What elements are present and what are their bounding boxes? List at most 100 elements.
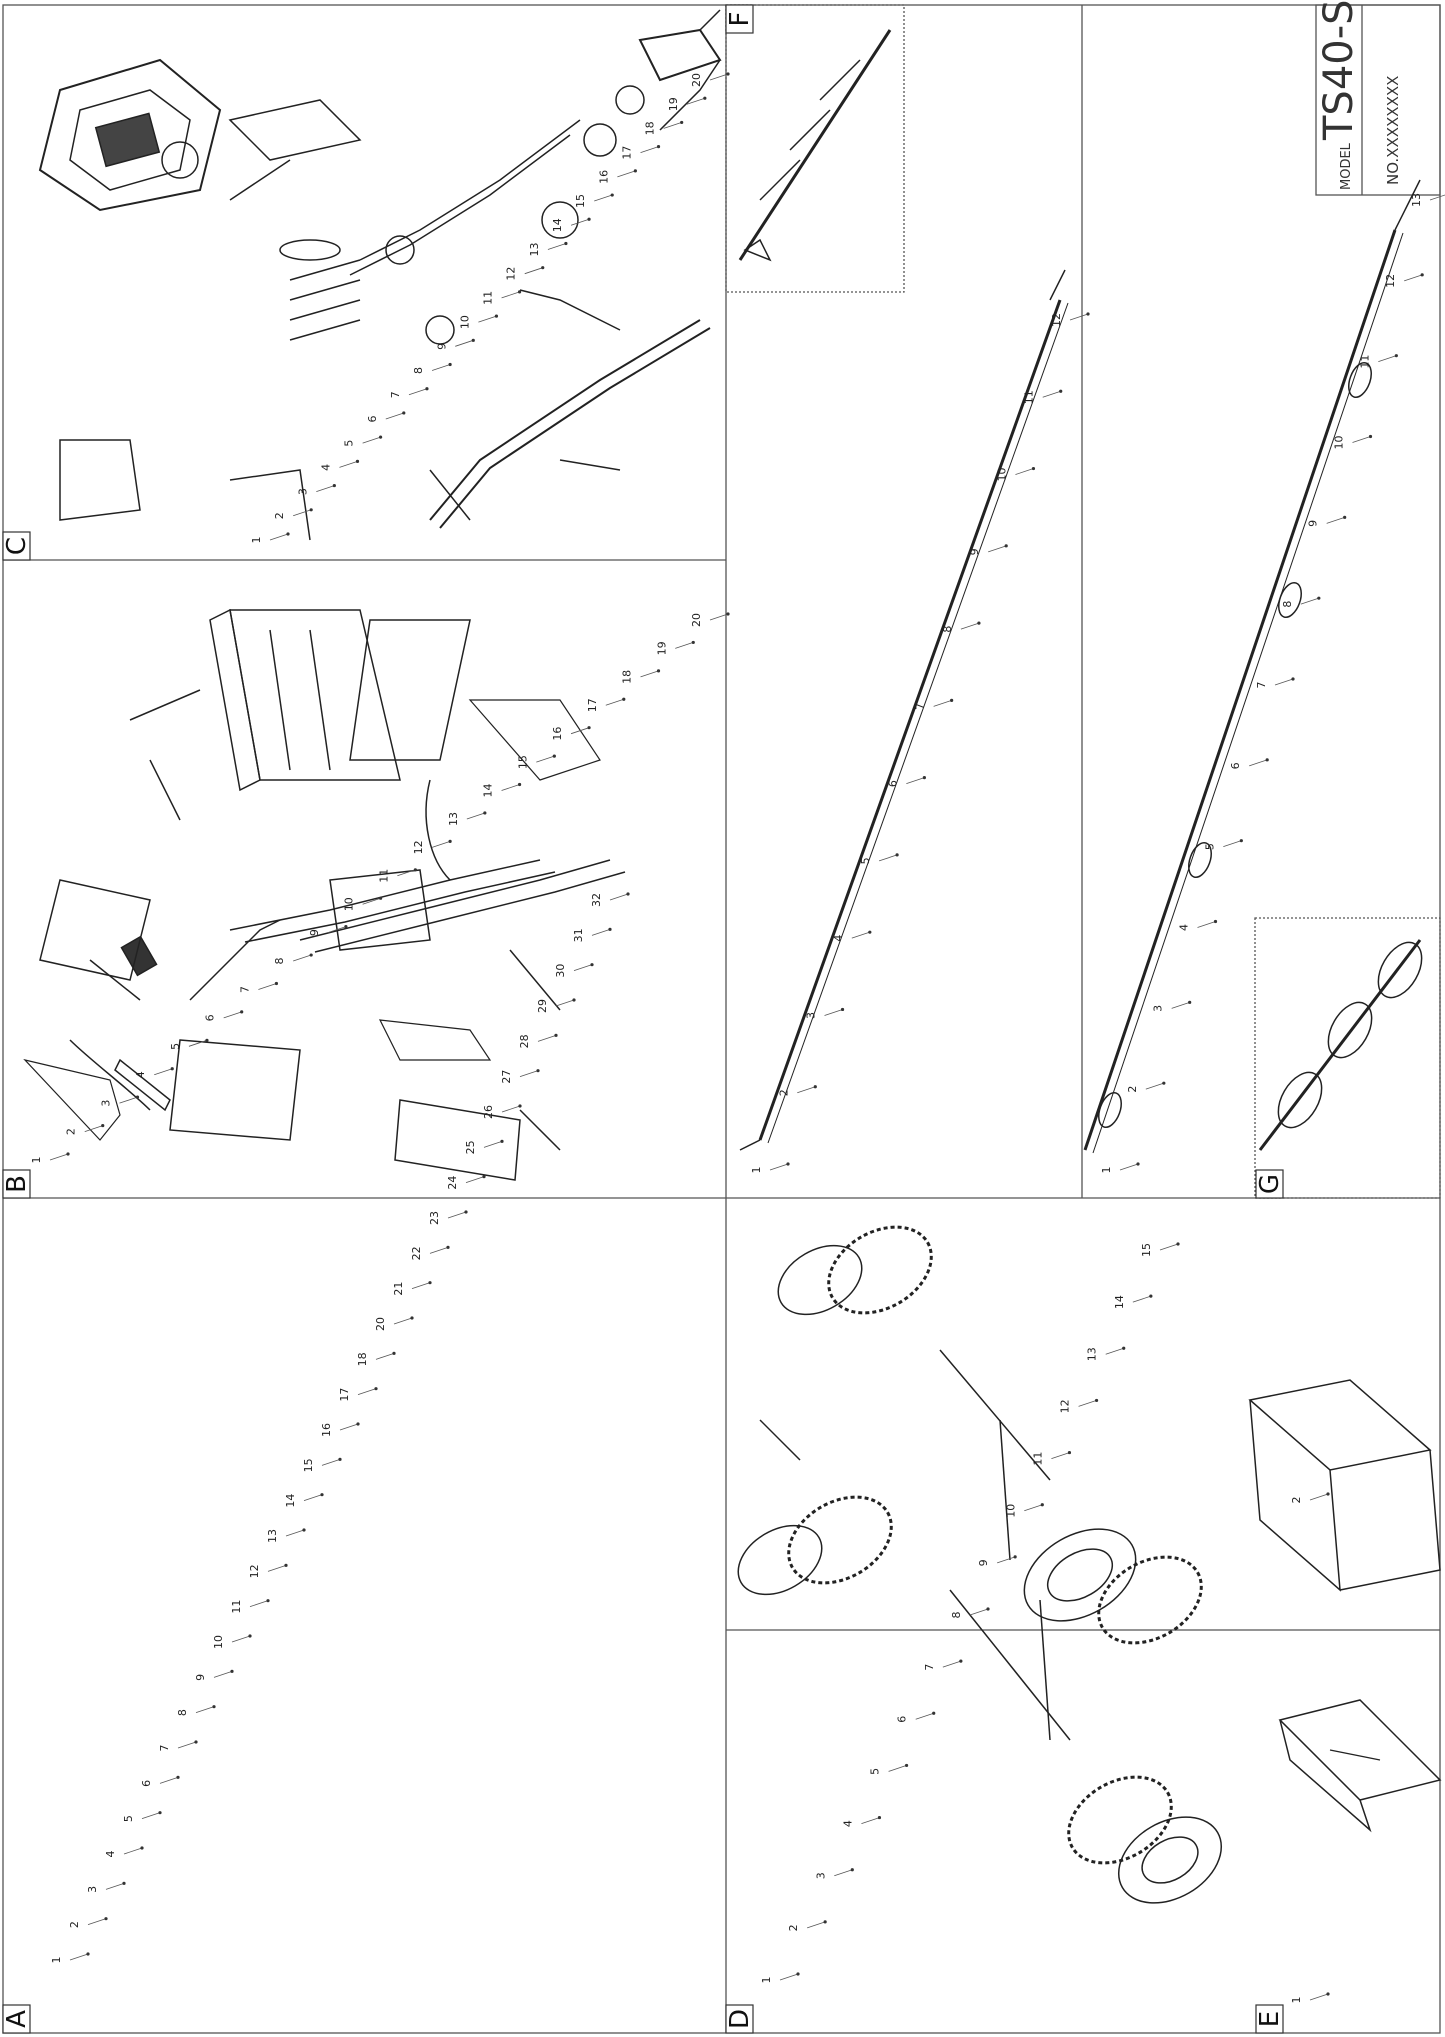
callout-leader bbox=[888, 1765, 907, 1772]
part-number-f-4: 4 bbox=[832, 935, 845, 942]
callout-leader bbox=[988, 545, 1007, 553]
callout-leader bbox=[640, 670, 659, 678]
part-number-f-2: 2 bbox=[777, 1089, 790, 1096]
callout-leader bbox=[1132, 1295, 1151, 1303]
callout-leader bbox=[483, 1140, 503, 1148]
callout-dot bbox=[959, 1659, 963, 1663]
callout-leader bbox=[411, 1282, 431, 1290]
section-label-d: D bbox=[725, 2009, 755, 2029]
part-number-g-9: 9 bbox=[1307, 520, 1320, 527]
callout-leader bbox=[465, 1176, 485, 1184]
part-number-c-10: 10 bbox=[458, 315, 471, 329]
callout-leader bbox=[1015, 468, 1034, 475]
part-number-c-15: 15 bbox=[574, 194, 587, 208]
callout-leader bbox=[1429, 194, 1445, 201]
part-number-f-9: 9 bbox=[968, 548, 981, 555]
callout-dot bbox=[101, 1123, 105, 1128]
callout-leader bbox=[617, 170, 636, 178]
callout-leader bbox=[285, 1529, 305, 1537]
callout-leader bbox=[362, 436, 381, 444]
section-d-wheel-assembly bbox=[737, 1225, 1223, 1904]
part-number-a-7: 7 bbox=[158, 1745, 171, 1752]
callout-leader bbox=[455, 339, 474, 347]
callout-leader bbox=[797, 1086, 816, 1094]
callout-leader bbox=[269, 533, 289, 541]
callout-dot bbox=[402, 411, 406, 415]
callout-leader bbox=[555, 999, 575, 1007]
callout-dot bbox=[1368, 434, 1373, 439]
callout-dot bbox=[1013, 1555, 1017, 1559]
callout-leader bbox=[686, 97, 705, 105]
callout-dot bbox=[332, 483, 336, 488]
part-number-c-1: 1 bbox=[250, 537, 263, 544]
part-number-c-9: 9 bbox=[435, 343, 448, 350]
callout-leader bbox=[258, 983, 277, 990]
callout-leader bbox=[969, 1608, 989, 1616]
callout-leader bbox=[997, 1556, 1016, 1564]
part-number-d-10: 10 bbox=[1004, 1504, 1017, 1518]
part-number-a-8: 8 bbox=[176, 1709, 189, 1716]
callout-dot bbox=[1059, 389, 1063, 393]
callout-dot bbox=[205, 1038, 209, 1042]
callout-leader bbox=[293, 509, 312, 517]
part-number-c-16: 16 bbox=[597, 170, 610, 184]
callout-leader bbox=[1078, 1400, 1097, 1407]
callout-leader bbox=[570, 727, 590, 735]
callout-leader bbox=[1309, 1993, 1329, 2001]
callout-leader bbox=[69, 1953, 89, 1961]
callout-leader bbox=[293, 954, 312, 962]
callout-leader bbox=[709, 613, 729, 621]
part-number-b-16: 16 bbox=[551, 727, 564, 741]
callout-dot bbox=[374, 1387, 378, 1391]
model-number: TS40-S bbox=[1316, 0, 1362, 141]
part-number-c-17: 17 bbox=[621, 146, 634, 160]
callout-dot bbox=[122, 1881, 126, 1885]
part-number-c-8: 8 bbox=[412, 367, 425, 374]
callout-dot bbox=[680, 120, 684, 125]
part-number-g-6: 6 bbox=[1229, 762, 1242, 769]
callout-leader bbox=[385, 412, 404, 420]
callout-leader bbox=[573, 964, 593, 972]
part-number-f-11: 11 bbox=[1023, 390, 1036, 404]
part-number-a-22: 22 bbox=[410, 1246, 423, 1260]
callout-dot bbox=[587, 726, 591, 730]
part-number-g-1: 1 bbox=[1100, 1167, 1113, 1174]
part-number-d-8: 8 bbox=[950, 1612, 963, 1619]
callout-dot bbox=[1176, 1242, 1180, 1246]
callout-dot bbox=[135, 1095, 140, 1099]
part-number-c-19: 19 bbox=[667, 97, 680, 111]
callout-leader bbox=[393, 1317, 413, 1325]
callout-dot bbox=[500, 1139, 504, 1143]
callout-dot bbox=[482, 1175, 486, 1179]
part-number-d-7: 7 bbox=[923, 1664, 936, 1671]
callout-leader bbox=[429, 1246, 449, 1254]
callout-leader bbox=[466, 812, 485, 820]
part-number-a-6: 6 bbox=[140, 1780, 153, 1787]
callout-dot bbox=[66, 1152, 70, 1156]
section-label-c: C bbox=[2, 537, 32, 555]
callout-leader bbox=[1352, 436, 1371, 443]
part-number-f-10: 10 bbox=[995, 468, 1008, 482]
callout-dot bbox=[1040, 1503, 1044, 1507]
part-number-c-11: 11 bbox=[482, 291, 495, 305]
part-number-d-1: 1 bbox=[760, 1977, 773, 1984]
part-number-a-14: 14 bbox=[284, 1494, 297, 1508]
callout-leader bbox=[327, 926, 347, 934]
callout-leader bbox=[1051, 1452, 1070, 1459]
part-number-f-6: 6 bbox=[886, 780, 899, 787]
callout-leader bbox=[1171, 1001, 1190, 1009]
callout-dot bbox=[932, 1711, 936, 1715]
part-number-a-18: 18 bbox=[356, 1352, 369, 1366]
part-number-b-20: 20 bbox=[690, 613, 703, 627]
model-caption: MODEL bbox=[1339, 142, 1354, 190]
part-number-b-17: 17 bbox=[586, 698, 599, 712]
callout-leader bbox=[321, 1458, 341, 1466]
section-b-housing-assembly bbox=[39, 439, 621, 1181]
callout-dot bbox=[302, 1528, 306, 1532]
callout-dot bbox=[1149, 1294, 1153, 1298]
callout-dot bbox=[536, 1069, 540, 1073]
callout-leader bbox=[1042, 390, 1061, 398]
callout-dot bbox=[309, 508, 313, 512]
callout-leader bbox=[357, 1388, 377, 1396]
